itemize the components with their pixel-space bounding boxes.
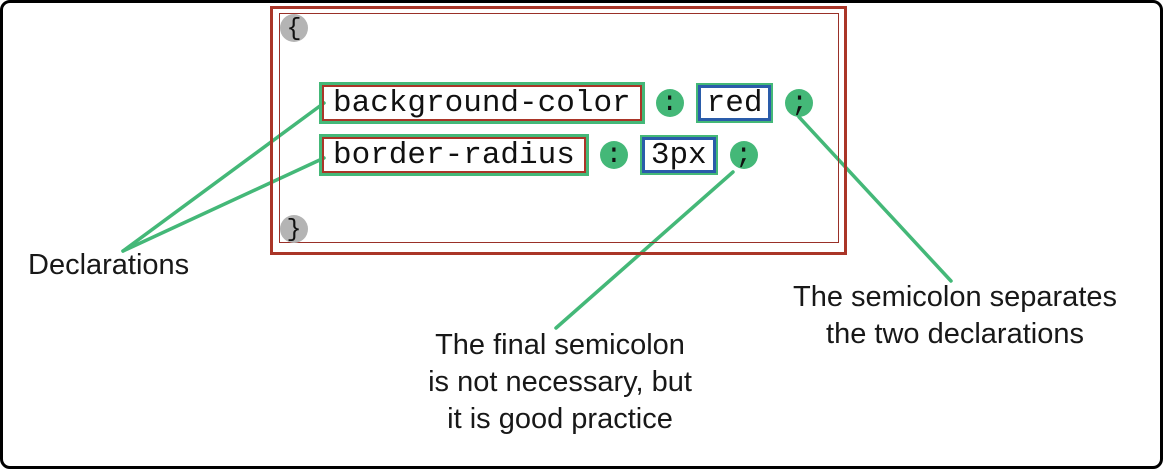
note-line: The final semicolon [435, 329, 685, 361]
property-value-3px: 3px [639, 135, 718, 175]
rule-inner-outline [279, 13, 839, 243]
note-line: the two declarations [826, 318, 1084, 350]
property-name-border-radius: border-radius [319, 134, 589, 176]
separator-semicolon-note: The semicolon separates the two declarat… [765, 279, 1145, 353]
declaration-row-2: border-radius : 3px ; [319, 134, 758, 176]
semicolon-badge: ; [729, 140, 758, 171]
declaration-row-1: background-color : red ; [319, 82, 814, 124]
property-name-background-color: background-color [319, 82, 645, 124]
open-brace-badge: { [280, 14, 308, 43]
colon-badge: : [655, 88, 684, 119]
colon-badge: : [599, 140, 628, 171]
final-semicolon-note: The final semicolon is not necessary, bu… [380, 327, 740, 438]
note-line: it is good practice [447, 403, 673, 435]
declarations-label: Declarations [28, 249, 190, 281]
note-line: The semicolon separates [793, 281, 1117, 313]
property-value-red: red [695, 83, 774, 123]
rule-outline-box [270, 6, 847, 255]
semicolon-badge: ; [785, 88, 814, 119]
note-line: is not necessary, but [428, 366, 692, 398]
close-brace-badge: } [280, 215, 308, 244]
